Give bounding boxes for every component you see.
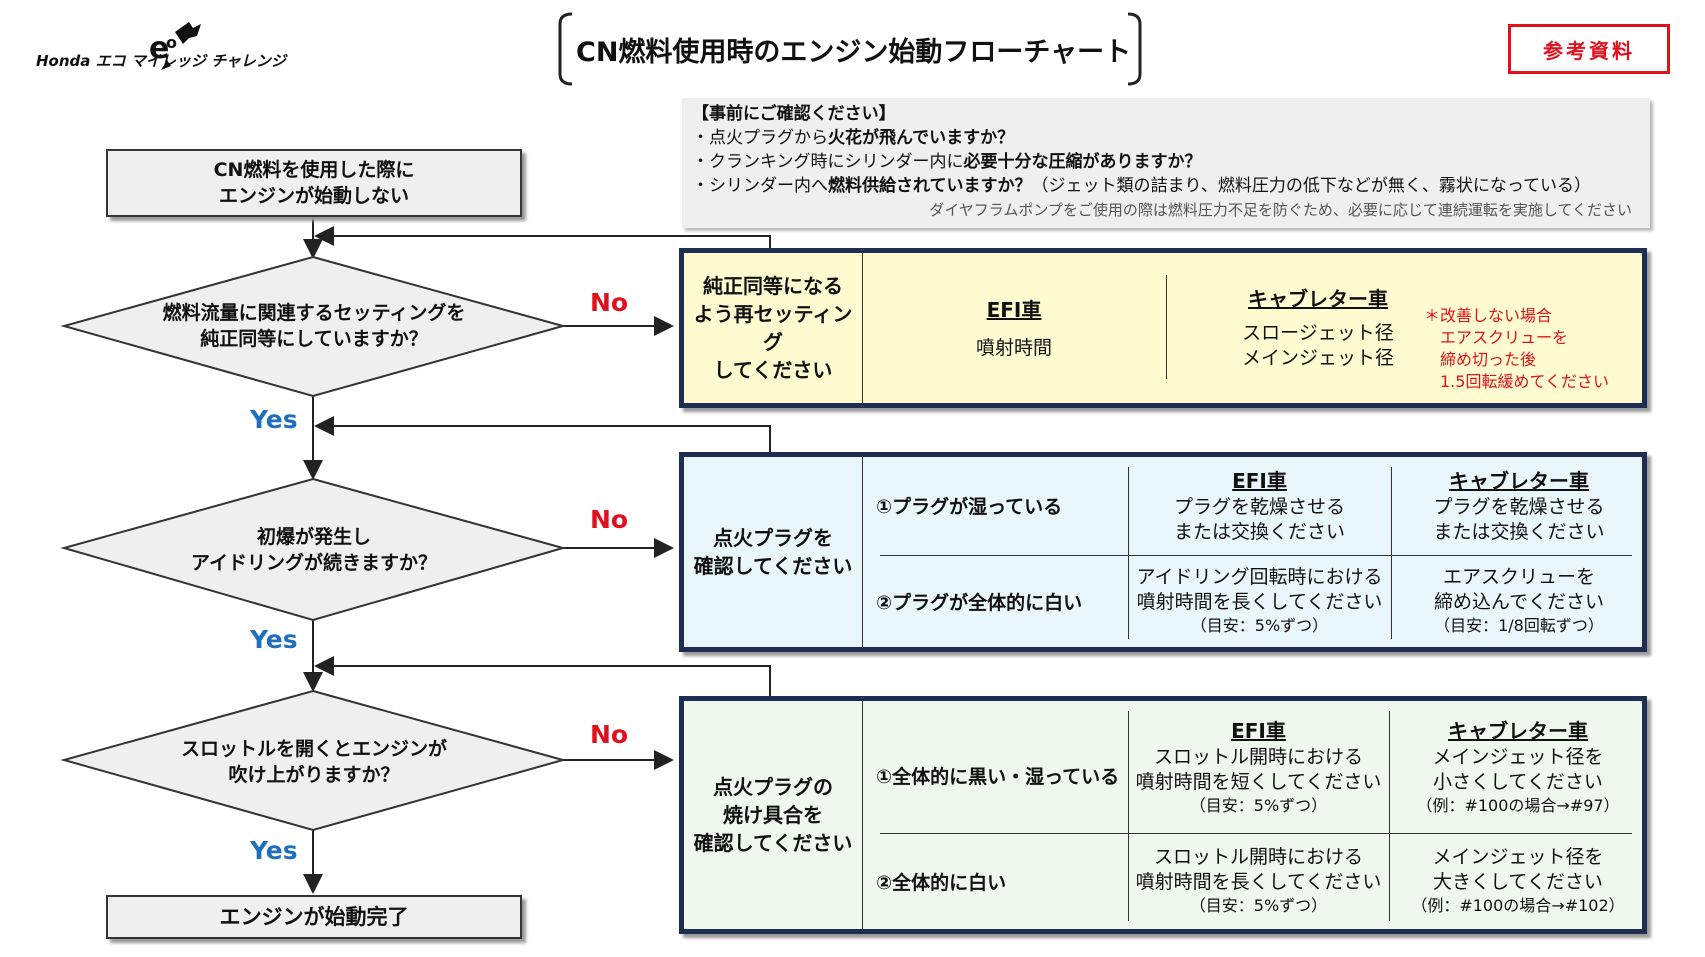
row1-efi-note: （目安：5%ずつ）: [1189, 796, 1328, 815]
row2-efi-cell: スロットル開時における 噴射時間を長くしてください （目安：5%ずつ）: [1128, 833, 1389, 929]
plug-check-instruction: 点火プラグを 確認してください: [693, 526, 853, 578]
notes-line-2-emphasis: 必要十分な圧縮がありますか？: [963, 152, 1202, 172]
decision-2-shape: [60, 477, 567, 622]
row1-carb-note: （例：#100の場合→#97）: [1416, 796, 1620, 815]
decision-1-text: 燃料流量に関連するセッティングを 純正同等にしていますか？: [162, 302, 466, 350]
no-label-1: No: [590, 288, 629, 317]
no-label-2: No: [590, 505, 629, 534]
row2-carb: エアスクリューを 締め込んでください: [1433, 566, 1605, 613]
row2-carb: メインジェット径を 大きくしてください: [1432, 846, 1604, 893]
row2-carb-cell: エアスクリューを 締め込んでください （目安：1/8回転ずつ）: [1391, 555, 1647, 647]
end-box: エンジンが始動完了: [106, 895, 522, 939]
plug-burn-panel: 点火プラグの 焼け具合を 確認してください ①全体的に黒い・湿っている EFI車…: [679, 696, 1647, 934]
row2-label: ②全体的に白い: [876, 872, 1007, 894]
row1-efi: プラグを乾燥させる または交換ください: [1173, 496, 1345, 543]
yes-label-3: Yes: [250, 836, 298, 865]
notes-heading: 【事前にご確認ください】: [692, 104, 896, 124]
title-bracket-left-icon: [558, 12, 573, 86]
logo-text: Honda エコ マイレッジ チャレンジ: [36, 52, 286, 70]
decision-1-shape: [60, 255, 567, 398]
row1-efi-cell: EFI車 スロットル開時における 噴射時間を短くしてください （目安：5%ずつ）: [1128, 701, 1389, 833]
notes-line-3-emphasis: 燃料供給されていますか？: [828, 176, 1032, 196]
row1-carb-cell: キャブレター車 メインジェット径を 小さくしてください （例：#100の場合→#…: [1389, 701, 1647, 833]
notes-small: ダイヤフラムポンプをご使用の際は燃料圧力不足を防ぐため、必要に応じて連続運転を実…: [929, 201, 1632, 219]
row1-carb: メインジェット径を 小さくしてください: [1432, 746, 1604, 793]
row2-efi: アイドリング回転時における 噴射時間を長くしてください: [1136, 566, 1383, 613]
notes-line-3-text: ・シリンダー内へ: [692, 176, 828, 196]
resetting-carb-cell: キャブレター車 スロージェット径 メインジェット径: [1166, 253, 1470, 403]
row2-efi-note: （目安：5%ずつ）: [1189, 896, 1328, 915]
logo: e o Honda エコ マイレッジ チャレンジ: [36, 14, 286, 84]
resetting-panel: 純正同等になる よう再セッティング してください EFI車 噴射時間 キャブレタ…: [679, 248, 1647, 408]
row2-efi-note: （目安：5%ずつ）: [1190, 616, 1329, 635]
row1-carb-cell: キャブレター車 プラグを乾燥させる または交換ください: [1391, 457, 1647, 555]
no-label-3: No: [590, 720, 629, 749]
row2-efi-cell: アイドリング回転時における 噴射時間を長くしてください （目安：5%ずつ）: [1128, 555, 1391, 647]
carb-heading: キャブレター車: [1448, 719, 1588, 743]
svg-text:o: o: [166, 33, 177, 52]
plug-burn-instruction: 点火プラグの 焼け具合を 確認してください: [693, 775, 853, 855]
yes-label-1: Yes: [250, 405, 298, 434]
row1-label: ①プラグが湿っている: [876, 496, 1063, 518]
notes-line-1-emphasis: 火花が飛んでいますか？: [828, 128, 1015, 148]
plug-check-panel: 点火プラグを 確認してください ①プラグが湿っている EFI車 プラグを乾燥させ…: [679, 452, 1647, 652]
row2-carb-note: （例：#100の場合→#102）: [1411, 896, 1625, 915]
resetting-instruction: 純正同等になる よう再セッティング してください: [693, 274, 853, 382]
carb-heading: キャブレター車: [1248, 287, 1388, 311]
notes-line-3-detail: （ジェット類の詰まり、燃料圧力の低下などが無く、霧状になっている）: [1031, 176, 1591, 196]
efi-heading: EFI車: [1232, 469, 1287, 493]
row1-carb: プラグを乾燥させる または交換ください: [1433, 496, 1605, 543]
carb-heading: キャブレター車: [1449, 469, 1589, 493]
yes-label-2: Yes: [250, 625, 298, 654]
carb-setting: スロージェット径 メインジェット径: [1241, 322, 1394, 369]
row2-carb-note: （目安：1/8回転ずつ）: [1434, 616, 1604, 635]
row2-efi: スロットル開時における 噴射時間を長くしてください: [1135, 846, 1382, 893]
reference-badge: 参考資料: [1508, 24, 1670, 74]
decision-3-shape: [60, 689, 567, 832]
efi-heading: EFI車: [1231, 719, 1286, 743]
notes-line-2-text: ・クランキング時にシリンダー内に: [692, 152, 964, 172]
eco-mileage-mark-icon: e o: [149, 22, 201, 70]
notes-line-3: ・シリンダー内へ燃料供給されていますか？（ジェット類の詰まり、燃料圧力の低下など…: [692, 174, 1640, 198]
efi-heading: EFI車: [986, 297, 1042, 322]
row2-carb-cell: メインジェット径を 大きくしてください （例：#100の場合→#102）: [1389, 833, 1647, 929]
svg-text:e: e: [149, 31, 169, 66]
notes-line-1-text: ・点火プラグから: [692, 128, 828, 148]
start-box: CN燃料を使用した際に エンジンが始動しない: [106, 149, 522, 217]
carb-note: ＊改善しない場合 エアスクリューを 締め切った後 1.5回転緩めてください: [1424, 306, 1609, 391]
efi-setting: 噴射時間: [975, 336, 1052, 359]
page-title: CN燃料使用時のエンジン始動フローチャート: [576, 37, 1132, 68]
row1-efi-cell: EFI車 プラグを乾燥させる または交換ください: [1128, 457, 1391, 555]
row1-efi: スロットル開時における 噴射時間を短くしてください: [1135, 746, 1382, 793]
row1-label: ①全体的に黒い・湿っている: [876, 766, 1120, 788]
title-bracket-right-icon: [1127, 12, 1142, 86]
resetting-efi-cell: EFI車 噴射時間: [862, 253, 1166, 403]
decision-3-text: スロットルを開くとエンジンが 吹け上がりますか？: [180, 738, 447, 786]
notes-line-1: ・点火プラグから火花が飛んでいますか？: [692, 126, 1640, 150]
notes-line-2: ・クランキング時にシリンダー内に必要十分な圧縮がありますか？: [692, 150, 1640, 174]
precheck-notes: 【事前にご確認ください】 ・点火プラグから火花が飛んでいますか？ ・クランキング…: [682, 98, 1650, 228]
row2-label: ②プラグが全体的に白い: [876, 592, 1083, 614]
decision-2-text: 初爆が発生し アイドリングが続きますか？: [190, 526, 438, 574]
